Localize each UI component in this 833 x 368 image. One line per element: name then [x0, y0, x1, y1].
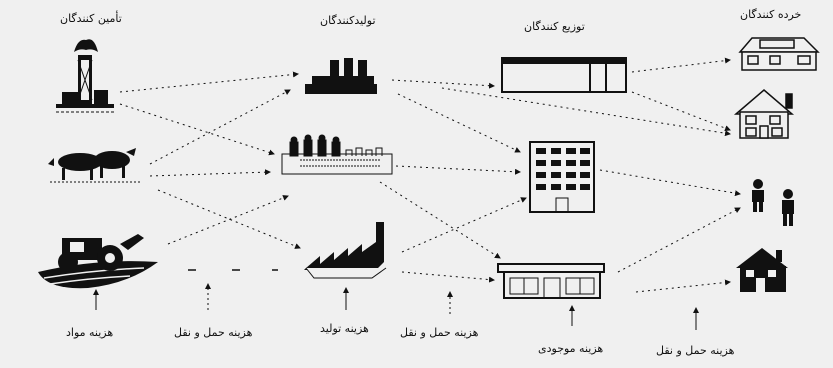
distributors-header: توزیع کنندگان [524, 20, 585, 33]
sawtooth-factory-icon [304, 222, 387, 279]
transport-cost-label-3: هزینه حمل و نقل [656, 344, 735, 357]
production-cost-label: هزینه تولید [320, 322, 369, 335]
cattle-icon [48, 148, 140, 183]
factory-smokestacks-icon [305, 58, 377, 94]
suppliers-header: تأمین کنندگان [60, 12, 122, 25]
transport-cost-label-2: هزینه حمل و نقل [400, 326, 479, 339]
tractor-field-icon [38, 234, 158, 289]
flow-arrows [119, 57, 741, 293]
cost-pointers [93, 283, 699, 330]
oil-rig-icon [56, 39, 114, 113]
store-icon [497, 263, 605, 299]
retailers-header: خرده کنندگان [740, 8, 802, 21]
dark-house-icon [736, 248, 788, 292]
inventory-cost-label: هزینه موجودی [538, 342, 604, 355]
materials-cost-label: هزینه مواد [66, 326, 114, 339]
office-building-icon [529, 141, 595, 213]
people-icon [752, 179, 794, 226]
refinery-icon [281, 134, 393, 175]
producers-header: تولیدکنندگان [320, 14, 376, 27]
two-story-house-icon [733, 89, 795, 139]
transport-cost-label-1: هزینه حمل و نقل [174, 326, 253, 339]
warehouse-icon [501, 57, 627, 93]
house-icon [738, 37, 820, 71]
